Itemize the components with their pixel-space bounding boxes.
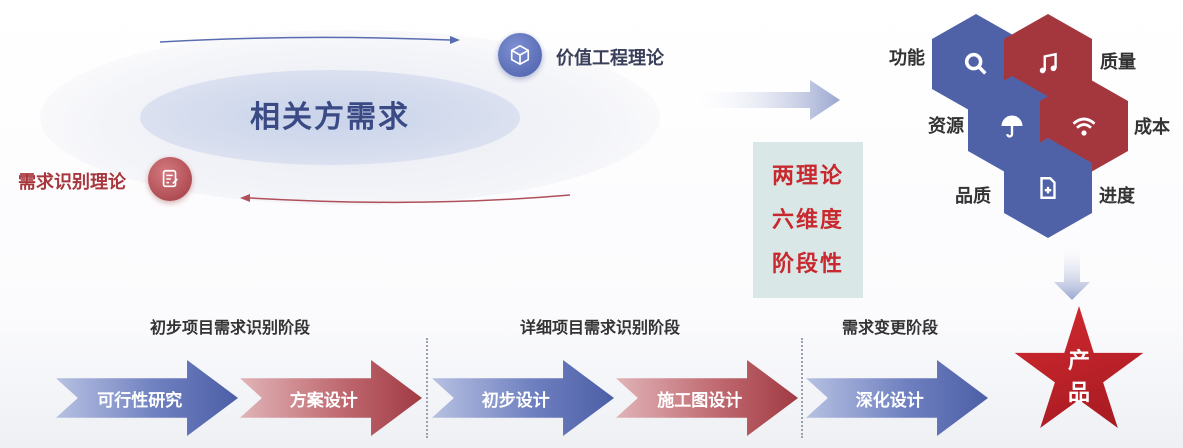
step-arrow: 可行性研究 <box>56 360 238 436</box>
product-label: 产 品 <box>1012 346 1146 410</box>
summary-box: 两理论 六维度 阶段性 <box>753 142 863 298</box>
step-label: 方案设计 <box>289 390 358 411</box>
step-arrow: 方案设计 <box>240 360 422 436</box>
requirement-theory-label: 需求识别理论 <box>18 172 126 193</box>
flow-arrow-down <box>1054 242 1090 300</box>
search-icon <box>964 52 987 75</box>
stage-label-preliminary: 初步项目需求识别阶段 <box>149 318 310 337</box>
flow-arrow-right <box>690 80 840 120</box>
dimension-label-cost: 成本 <box>1134 117 1170 138</box>
dimension-label-quality: 质量 <box>1100 52 1136 73</box>
center-title: 相关方需求 <box>250 100 410 135</box>
wifi-icon <box>1072 117 1096 136</box>
summary-line-1: 两理论 <box>771 164 844 189</box>
product-text-2: 品 <box>1067 381 1090 406</box>
step-label: 深化设计 <box>855 390 924 411</box>
step-label: 初步设计 <box>481 390 550 411</box>
umbrella-icon <box>1001 115 1023 138</box>
document-edit-icon <box>148 157 192 201</box>
stage-label-change: 需求变更阶段 <box>841 318 938 337</box>
step-arrow: 深化设计 <box>806 360 988 436</box>
summary-line-3: 阶段性 <box>771 252 844 277</box>
dimension-label-schedule: 进度 <box>1099 186 1135 207</box>
step-arrow: 施工图设计 <box>616 360 798 436</box>
dimension-label-function: 功能 <box>889 48 925 69</box>
music-note-icon <box>1039 52 1057 74</box>
step-arrow: 初步设计 <box>432 360 614 436</box>
summary-line-2: 六维度 <box>771 208 844 233</box>
inner-ellipse <box>140 70 520 165</box>
file-add-icon <box>1040 177 1056 199</box>
value-engineering-label: 价值工程理论 <box>556 48 664 69</box>
orbit-arrows <box>159 36 571 204</box>
dimension-label-resource: 资源 <box>928 116 964 137</box>
dimension-label-grade: 品质 <box>955 186 991 207</box>
stage-divider <box>801 338 803 438</box>
cube-icon <box>498 33 542 77</box>
step-label: 施工图设计 <box>657 390 743 411</box>
product-text-1: 产 <box>1067 349 1090 374</box>
step-label: 可行性研究 <box>97 390 183 411</box>
stage-divider <box>426 338 428 438</box>
stage-label-detailed: 详细项目需求识别阶段 <box>519 318 680 337</box>
